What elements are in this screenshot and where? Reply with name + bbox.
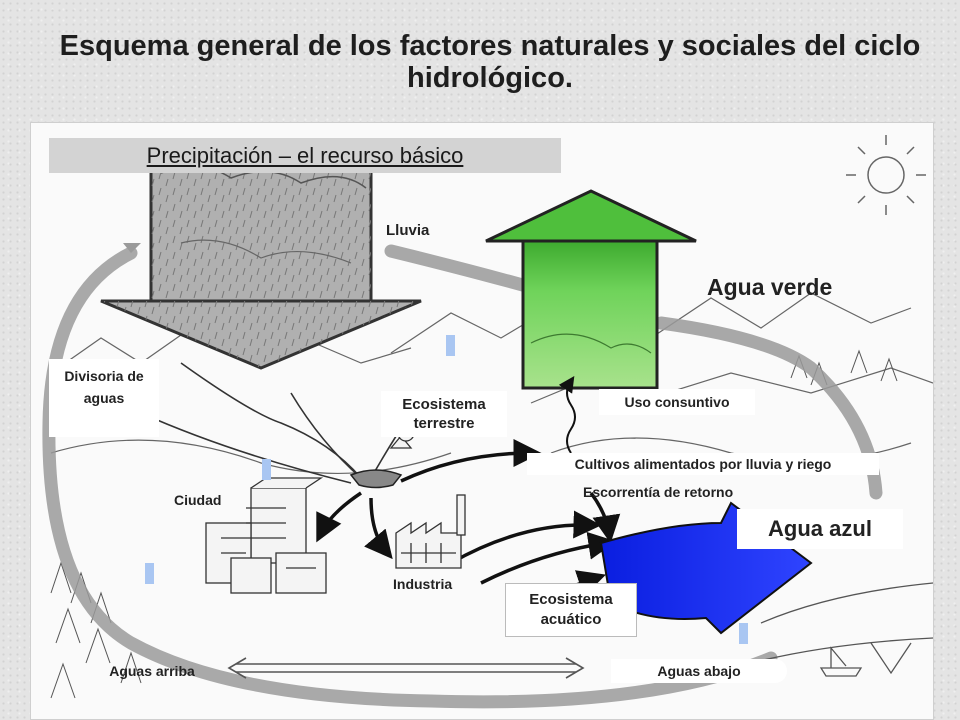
- upstream-downstream-arrow: [227, 657, 585, 679]
- watershed-label: Divisoria de aguas: [49, 359, 159, 437]
- marker-tick: [739, 623, 748, 644]
- river-network: [140, 362, 412, 484]
- crops-label: Cultivos alimentados por lluvia y riego: [527, 453, 879, 475]
- precipitation-arrow: [100, 149, 422, 370]
- marker-tick: [145, 563, 154, 584]
- diagram-panel: Precipitación – el recurso básico Lluvia…: [30, 122, 934, 720]
- sun: [846, 135, 926, 215]
- diagram-illustration: [42, 135, 933, 709]
- downstream-label: Aguas abajo: [611, 659, 787, 683]
- page-title: Esquema general de los factores naturale…: [59, 30, 921, 94]
- green-water-arrow: [485, 189, 697, 390]
- terrestrial-ecosystem-label: Ecosistema terrestre: [381, 391, 507, 437]
- blue-water-label: Agua azul: [737, 509, 903, 549]
- city-buildings: [205, 477, 327, 594]
- city-label: Ciudad: [174, 492, 222, 508]
- dam: [349, 469, 403, 489]
- precipitation-label: Precipitación – el recurso básico: [49, 138, 561, 173]
- consumptive-use-label: Uso consuntivo: [599, 389, 755, 415]
- aquatic-ecosystem-label: Ecosistema acuático: [505, 583, 637, 637]
- marker-tick: [262, 459, 271, 480]
- marker-tick: [446, 335, 455, 356]
- rain-label: Lluvia: [386, 222, 430, 239]
- factory: [395, 494, 466, 569]
- consumptive-use-arrow: [558, 376, 576, 454]
- return-runoff-label: Escorrentía de retorno: [583, 484, 734, 500]
- industry-label: Industria: [393, 576, 453, 592]
- river-mouth: [750, 582, 933, 677]
- green-water-label: Agua verde: [707, 274, 833, 300]
- upstream-label: Aguas arriba: [109, 663, 195, 679]
